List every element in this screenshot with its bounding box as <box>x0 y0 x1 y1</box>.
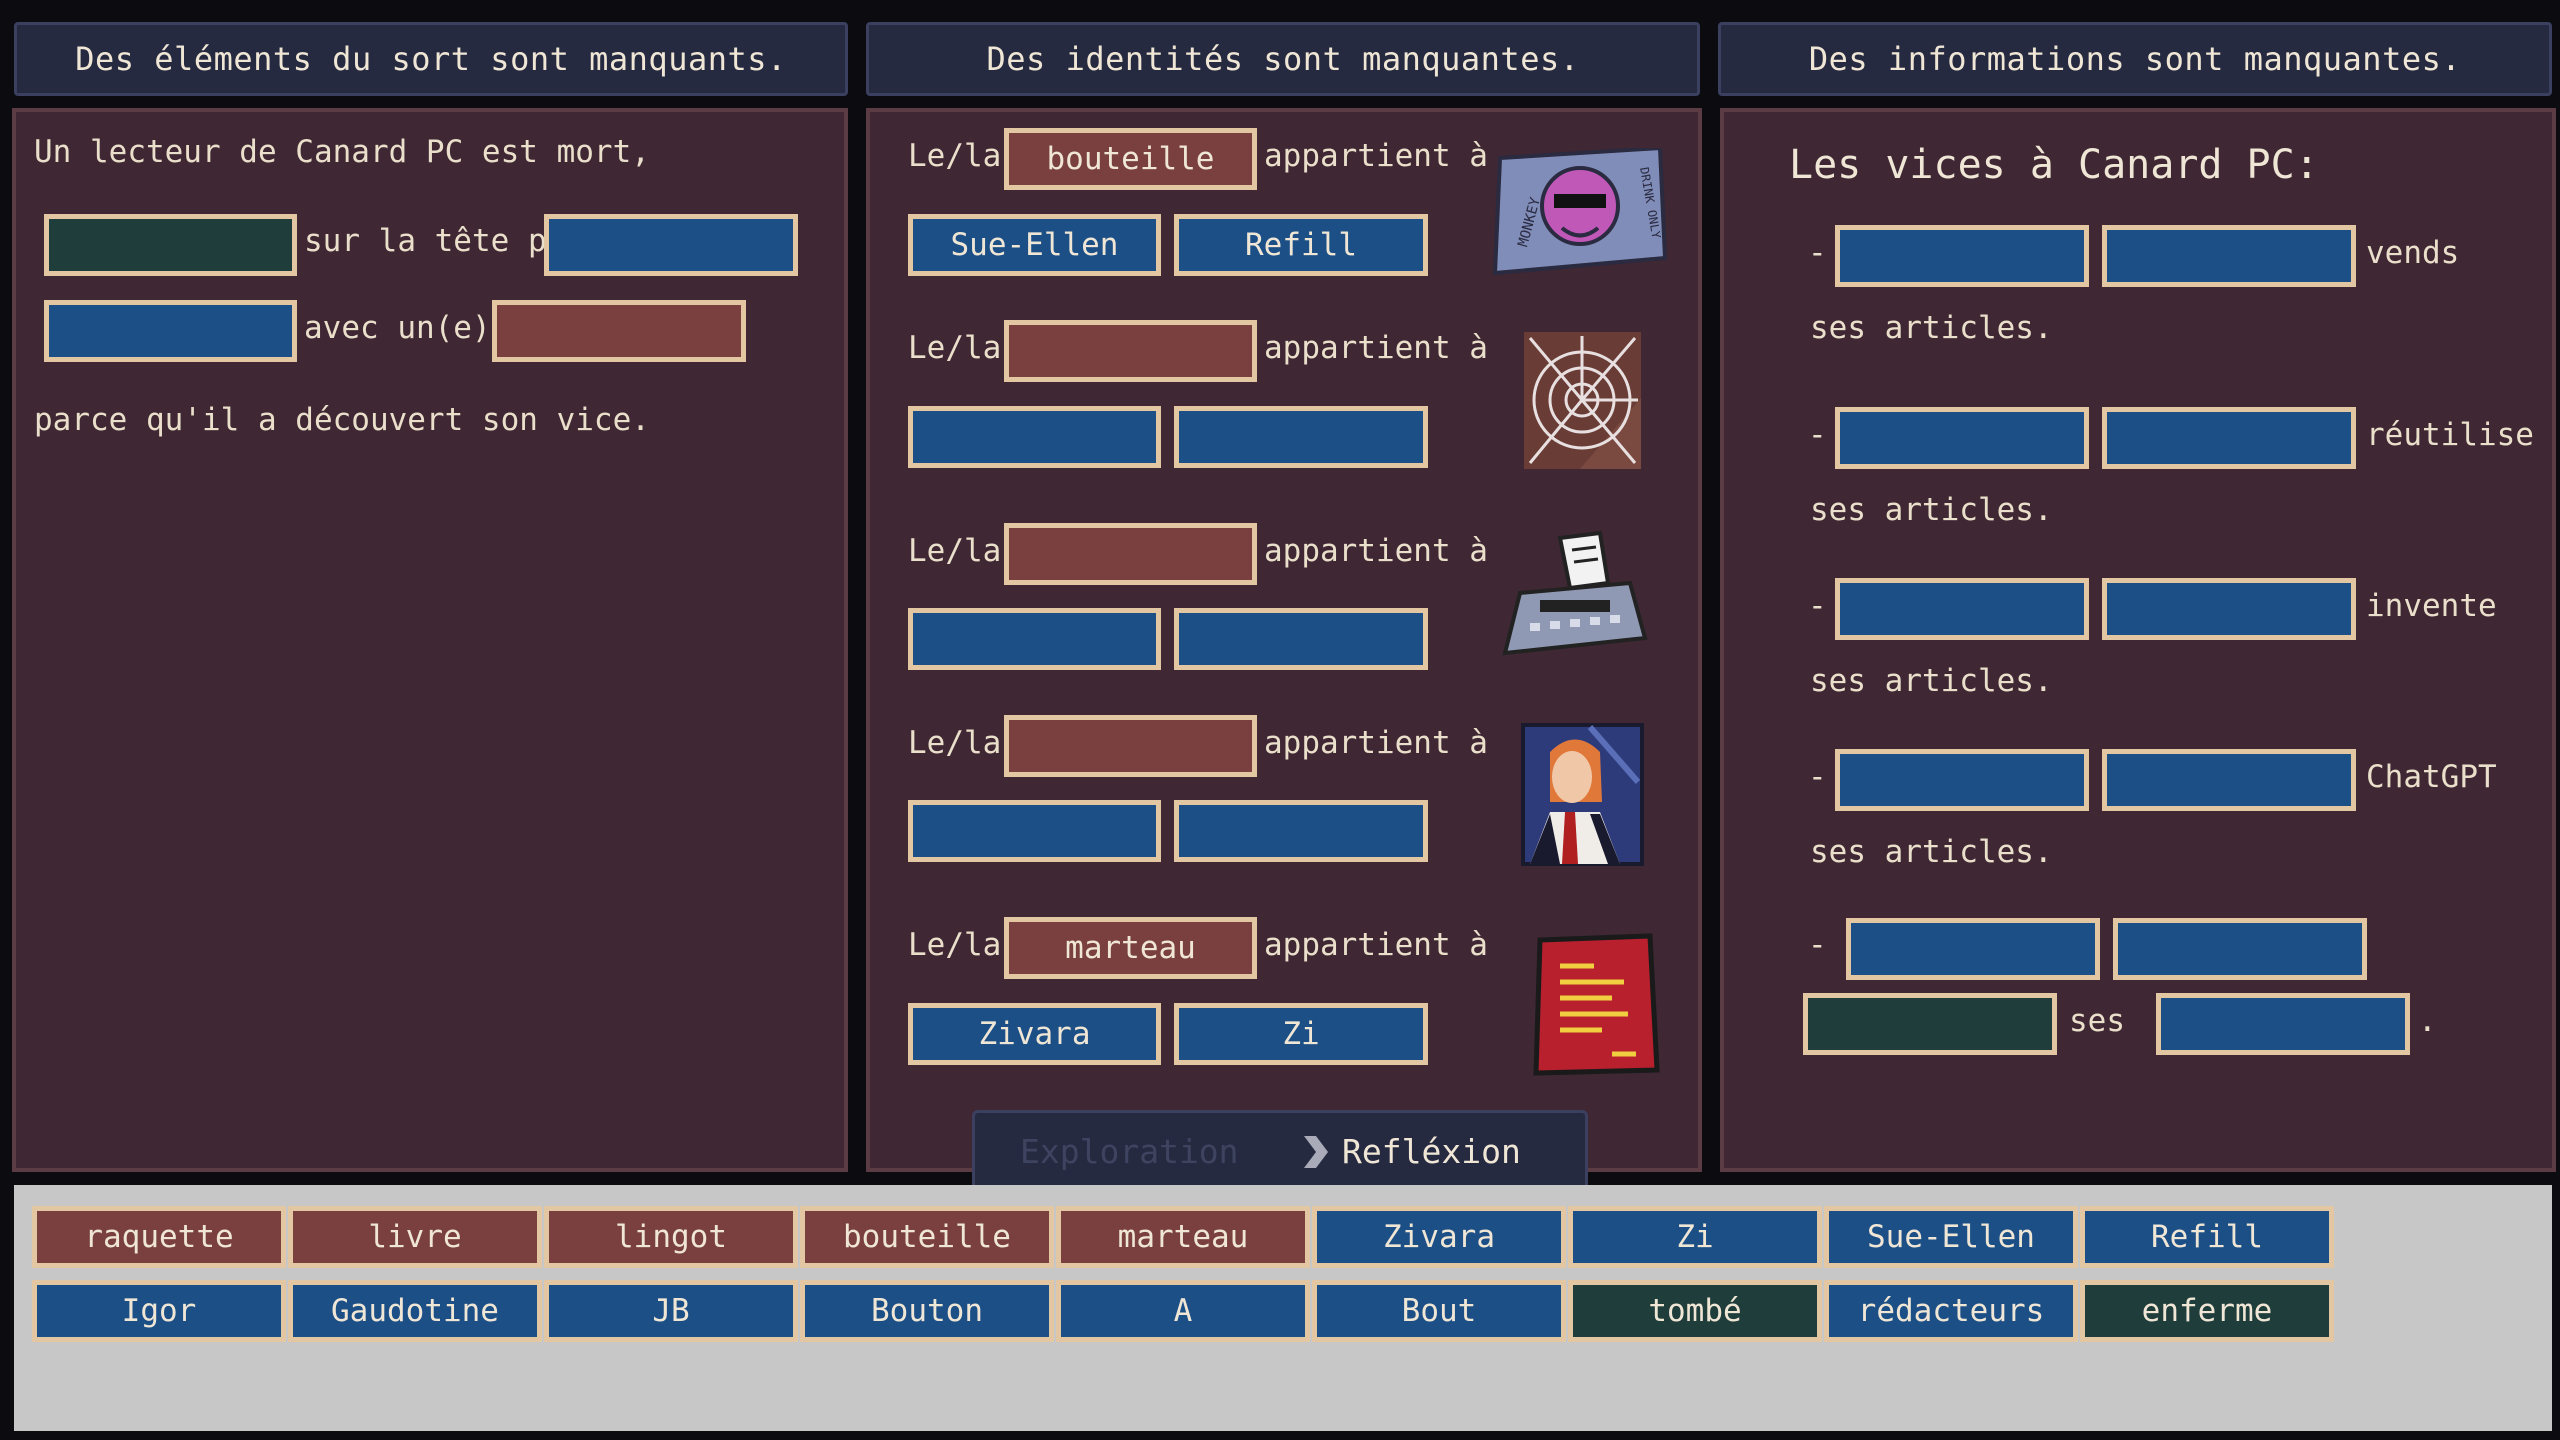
vice-verb-4: ChatGPT <box>2366 759 2497 795</box>
typewriter-icon <box>1500 528 1650 663</box>
owner-first-slot-2[interactable] <box>908 406 1161 468</box>
chevron-right-icon <box>1300 1134 1328 1170</box>
owner-first-slot-3[interactable] <box>908 608 1161 670</box>
appartient-label: appartient à <box>1264 927 1488 963</box>
word-tile[interactable]: tombé <box>1568 1280 1822 1342</box>
spell-text-head: sur la tête par <box>304 223 584 259</box>
object-slot-5[interactable]: marteau <box>1004 917 1257 979</box>
appartient-label: appartient à <box>1264 533 1488 569</box>
vice-verb-3: invente <box>2366 588 2497 624</box>
vice-last-slot-1[interactable] <box>2102 225 2356 287</box>
red-document-icon <box>1532 932 1662 1077</box>
header-identities: Des identités sont manquantes. <box>866 22 1700 96</box>
header-spell-elements: Des éléments du sort sont manquants. <box>14 22 848 96</box>
le-la-label: Le/la <box>908 725 1002 761</box>
ses-articles-label: ses articles. <box>1810 663 2053 699</box>
dash-label: - <box>1808 927 1827 963</box>
vice-last-slot-5[interactable] <box>2113 918 2367 980</box>
dash-label: - <box>1808 588 1827 624</box>
vice-object-slot-5[interactable] <box>2156 993 2410 1055</box>
vice-first-slot-5[interactable] <box>1846 918 2100 980</box>
owner-first-slot-5[interactable]: Zivara <box>908 1003 1161 1065</box>
vice-last-slot-4[interactable] <box>2102 749 2356 811</box>
vice-last-slot-2[interactable] <box>2102 407 2356 469</box>
word-tile[interactable]: marteau <box>1056 1206 1310 1268</box>
vice-first-slot-4[interactable] <box>1835 749 2089 811</box>
dash-label: - <box>1808 235 1827 271</box>
spell-text-with: avec un(e) <box>304 310 491 346</box>
vice-last-slot-3[interactable] <box>2102 578 2356 640</box>
vice-verb-1: vends <box>2366 235 2460 271</box>
object-slot-1[interactable]: bouteille <box>1004 128 1257 190</box>
spell-intro-text: Un lecteur de Canard PC est mort, <box>34 134 650 170</box>
spider-web-icon <box>1520 328 1645 473</box>
spell-slot-killer-last[interactable] <box>44 300 297 362</box>
header-identities-text: Des identités sont manquantes. <box>986 40 1580 78</box>
ses-articles-label: ses articles. <box>1810 834 2053 870</box>
spell-slot-weapon[interactable] <box>492 300 746 362</box>
appartient-label: appartient à <box>1264 330 1488 366</box>
vice-first-slot-2[interactable] <box>1835 407 2089 469</box>
word-tile[interactable]: Zi <box>1568 1206 1822 1268</box>
header-spell-elements-text: Des éléments du sort sont manquants. <box>75 40 787 78</box>
word-tile[interactable]: A <box>1056 1280 1310 1342</box>
header-informations: Des informations sont manquantes. <box>1718 22 2552 96</box>
word-tile[interactable]: bouteille <box>800 1206 1054 1268</box>
word-tile[interactable]: Bouton <box>800 1280 1054 1342</box>
object-slot-2[interactable] <box>1004 320 1257 382</box>
word-tile[interactable]: Refill <box>2080 1206 2334 1268</box>
word-tile[interactable]: Sue-Ellen <box>1824 1206 2078 1268</box>
vice-verb-slot-5[interactable] <box>1803 993 2057 1055</box>
vices-title: Les vices à Canard PC: <box>1789 142 2319 188</box>
word-tile[interactable]: livre <box>288 1206 542 1268</box>
owner-first-slot-4[interactable] <box>908 800 1161 862</box>
object-slot-4[interactable] <box>1004 715 1257 777</box>
word-tile[interactable]: Gaudotine <box>288 1280 542 1342</box>
spell-end-text: parce qu'il a découvert son vice. <box>34 402 650 438</box>
left-panel <box>12 108 848 1172</box>
vice-first-slot-3[interactable] <box>1835 578 2089 640</box>
appartient-label: appartient à <box>1264 138 1488 174</box>
object-slot-3[interactable] <box>1004 523 1257 585</box>
word-tile[interactable]: lingot <box>544 1206 798 1268</box>
spell-slot-verb[interactable] <box>44 214 297 276</box>
portrait-icon <box>1520 722 1645 867</box>
vice-first-slot-1[interactable] <box>1835 225 2089 287</box>
header-informations-text: Des informations sont manquantes. <box>1808 40 2462 78</box>
le-la-label: Le/la <box>908 138 1002 174</box>
period-label: . <box>2418 1003 2437 1039</box>
dash-label: - <box>1808 759 1827 795</box>
tab-exploration[interactable]: Exploration <box>1020 1132 1239 1171</box>
owner-last-slot-5[interactable]: Zi <box>1174 1003 1428 1065</box>
ses-articles-label: ses articles. <box>1810 310 2053 346</box>
spell-slot-killer-first[interactable] <box>544 214 798 276</box>
word-tile[interactable]: Bout <box>1312 1280 1566 1342</box>
tab-reflexion[interactable]: Refléxion <box>1342 1132 1521 1171</box>
vice-verb-2: réutilise <box>2366 417 2534 453</box>
owner-last-slot-3[interactable] <box>1174 608 1428 670</box>
word-tile[interactable]: Zivara <box>1312 1206 1566 1268</box>
le-la-label: Le/la <box>908 330 1002 366</box>
word-tile[interactable]: JB <box>544 1280 798 1342</box>
le-la-label: Le/la <box>908 927 1002 963</box>
monkey-bar-poster-icon: MONKEY DRINK ONLY <box>1490 145 1670 278</box>
owner-last-slot-2[interactable] <box>1174 406 1428 468</box>
word-tile[interactable]: raquette <box>32 1206 286 1268</box>
ses-articles-label: ses articles. <box>1810 492 2053 528</box>
owner-last-slot-1[interactable]: Refill <box>1174 214 1428 276</box>
word-tile[interactable]: enferme <box>2080 1280 2334 1342</box>
owner-first-slot-1[interactable]: Sue-Ellen <box>908 214 1161 276</box>
word-tile[interactable]: rédacteurs <box>1824 1280 2078 1342</box>
owner-last-slot-4[interactable] <box>1174 800 1428 862</box>
appartient-label: appartient à <box>1264 725 1488 761</box>
mode-tab-bar <box>972 1110 1588 1194</box>
le-la-label: Le/la <box>908 533 1002 569</box>
ses-label: ses <box>2069 1003 2125 1039</box>
dash-label: - <box>1808 417 1827 453</box>
word-tile[interactable]: Igor <box>32 1280 286 1342</box>
